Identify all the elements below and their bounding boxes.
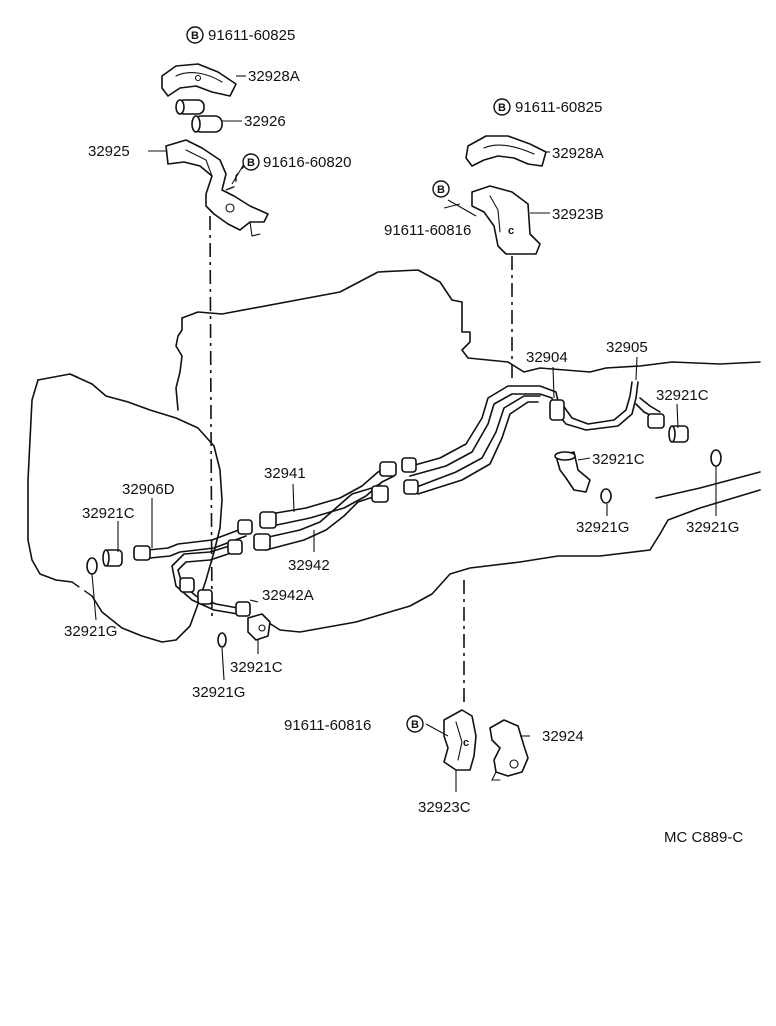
oil-cooler-tube-32906D <box>147 527 247 559</box>
oil-cooler-tube-32904 <box>403 385 561 495</box>
label-32942A: 32942A <box>262 587 314 604</box>
label-32921C-elbow: 32921C <box>592 451 645 468</box>
bolt-symbol-upper-right: B <box>493 98 511 116</box>
bracket-32925 <box>165 139 269 237</box>
clamp-32928A-right <box>465 135 547 167</box>
o-rings-32921G <box>86 449 722 648</box>
label-32942: 32942 <box>288 557 330 574</box>
label-32923C: 32923C <box>418 799 471 816</box>
label-91611-60825-top: 91611-60825 <box>208 27 295 44</box>
svg-text:B: B <box>191 30 199 42</box>
union-32921C-left <box>102 549 123 567</box>
bolt-symbol-right-mid: B <box>432 180 450 198</box>
transmission-housing-outline <box>27 373 223 643</box>
bushing-32926-lower <box>191 115 223 133</box>
label-32921C-bottom: 32921C <box>230 659 283 676</box>
label-91616-60820: 91616-60820 <box>263 154 351 171</box>
label-32941: 32941 <box>264 465 306 482</box>
label-32921G-left: 32921G <box>64 623 117 640</box>
bolt-symbol-mid-left: B <box>242 153 260 171</box>
alignment-dashed-lines <box>209 165 513 706</box>
label-91611-60816-lower: 91611-60816 <box>284 717 371 734</box>
label-32905: 32905 <box>606 339 648 356</box>
label-32924: 32924 <box>542 728 584 745</box>
tube-fittings <box>133 399 665 617</box>
label-32904: 32904 <box>526 349 568 366</box>
label-32921G-right: 32921G <box>686 519 739 536</box>
bushing-32926-upper <box>175 99 205 115</box>
label-32921G-bottom: 32921G <box>192 684 245 701</box>
bracket-32923C: c <box>443 709 477 771</box>
oil-cooler-hose-32942 <box>263 483 385 551</box>
engine-block-outline <box>175 269 761 633</box>
label-32921C-right: 32921C <box>656 387 709 404</box>
svg-text:B: B <box>437 184 445 196</box>
svg-text:B: B <box>411 719 419 731</box>
label-32921G-mid: 32921G <box>576 519 629 536</box>
bracket-32924 <box>489 719 529 781</box>
label-32928A-right: 32928A <box>552 145 604 162</box>
label-32906D: 32906D <box>122 481 175 498</box>
bolt-symbol-bottom: B <box>406 715 424 733</box>
oil-cooler-tube-32905 <box>555 381 661 431</box>
svg-text:B: B <box>247 157 255 169</box>
bracket-mark: c <box>508 225 514 237</box>
label-91611-60825-right: 91611-60825 <box>515 99 602 116</box>
label-32928A-left: 32928A <box>248 68 300 85</box>
bracket-32923B: c <box>471 185 541 255</box>
union-32921C-right <box>668 425 689 443</box>
label-32923B: 32923B <box>552 206 604 223</box>
bolt-symbol-top: B <box>186 26 204 44</box>
label-32926: 32926 <box>244 113 286 130</box>
union-32921C-bottom <box>247 613 271 641</box>
elbow-32921C-mid <box>554 451 591 493</box>
label-91611-60816-upper: 91611-60816 <box>384 222 471 239</box>
leader-lines <box>91 75 717 792</box>
bracket-mark: c <box>463 737 469 749</box>
svg-text:B: B <box>498 102 506 114</box>
label-32921C-left: 32921C <box>82 505 135 522</box>
label-32925: 32925 <box>88 143 130 160</box>
clamp-32928A-left <box>161 63 237 97</box>
oil-cooler-tube-32942A <box>171 543 239 615</box>
figure-code: MC C889-C <box>664 829 743 846</box>
